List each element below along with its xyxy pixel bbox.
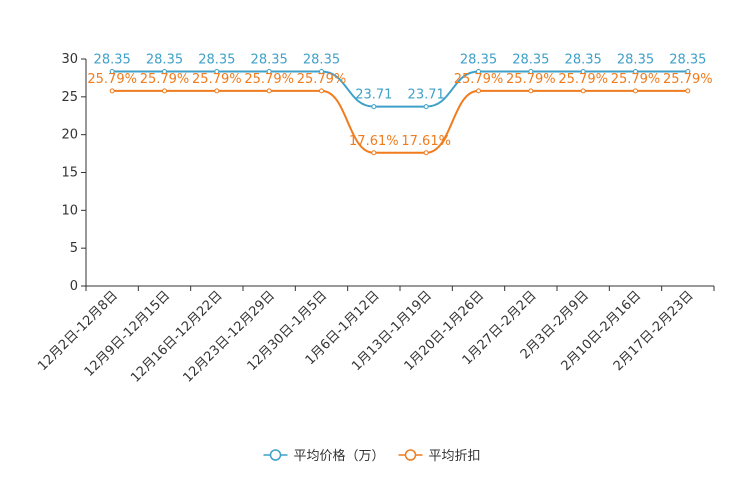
data-point-1	[580, 88, 586, 94]
y-tick-label: 5	[70, 241, 78, 256]
data-label-0: 28.35	[303, 52, 340, 67]
data-point-0	[476, 68, 481, 74]
data-label-0: 28.35	[512, 52, 549, 67]
data-point-1	[528, 88, 534, 94]
data-point-0	[214, 68, 220, 74]
data-label-1: 25.79%	[87, 72, 137, 87]
data-label-0: 28.35	[198, 52, 235, 67]
data-label-0: 28.35	[146, 52, 183, 67]
data-label-1: 25.79%	[244, 72, 294, 87]
data-label-1: 25.79%	[140, 72, 190, 87]
data-label-1: 25.79%	[558, 72, 608, 87]
data-label-1: 17.61%	[401, 134, 451, 149]
data-point-1	[371, 150, 377, 156]
data-label-1: 25.79%	[663, 72, 713, 87]
data-point-0	[266, 68, 272, 74]
y-tick-label: 25	[61, 90, 78, 105]
legend-marker-icon	[269, 449, 282, 461]
y-tick-label: 10	[61, 203, 78, 218]
data-label-0: 28.35	[460, 52, 497, 67]
data-point-0	[685, 68, 691, 74]
data-point-0	[580, 68, 586, 74]
legend-label: 平均价格（万）	[294, 448, 385, 464]
data-point-1	[633, 88, 638, 94]
legend: 平均价格（万） 平均折扣	[263, 448, 481, 464]
data-label-0: 28.35	[617, 52, 654, 67]
data-point-0	[633, 68, 638, 74]
data-label-1: 25.79%	[192, 72, 242, 87]
y-tick-label: 30	[61, 52, 78, 67]
data-point-1	[685, 88, 691, 94]
legend-item-1[interactable]: 平均折扣	[398, 449, 481, 464]
data-label-0: 28.35	[565, 52, 602, 67]
legend-item-0[interactable]: 平均价格（万）	[263, 448, 385, 464]
data-label-0: 28.35	[669, 52, 706, 67]
data-label-0: 28.35	[94, 52, 131, 67]
data-point-0	[528, 68, 534, 74]
legend-marker-icon	[404, 449, 417, 461]
data-point-1	[214, 88, 220, 94]
data-label-1: 25.79%	[454, 72, 504, 87]
legend-label: 平均折扣	[429, 449, 481, 464]
data-label-0: 23.71	[355, 88, 392, 103]
data-point-1	[109, 88, 115, 94]
data-point-1	[423, 150, 429, 156]
y-tick-label: 20	[61, 128, 78, 143]
data-point-1	[476, 88, 481, 94]
data-point-0	[371, 104, 377, 110]
x-tick-label: 12月23日-12月29日	[181, 288, 278, 385]
data-label-1: 25.79%	[506, 72, 556, 87]
series-lines	[109, 68, 691, 156]
data-point-1	[266, 88, 272, 94]
data-label-1: 25.79%	[611, 72, 661, 87]
data-label-1: 17.61%	[349, 134, 399, 149]
y-tick-label: 0	[70, 279, 78, 294]
y-tick-label: 15	[61, 166, 78, 181]
data-point-0	[423, 104, 429, 110]
data-point-1	[162, 88, 167, 94]
series-line-1	[112, 89, 688, 154]
data-point-1	[319, 88, 324, 94]
data-point-0	[162, 68, 167, 74]
data-label-1: 25.79%	[297, 72, 347, 87]
data-point-0	[109, 68, 115, 74]
x-tick-label: 12月16日-12月22日	[128, 288, 225, 385]
data-label-0: 23.71	[408, 88, 445, 103]
data-label-0: 28.35	[251, 52, 288, 67]
data-labels: 28.35 28.35 28.35 28.35 28.35 23.71 23.71 28.35…	[87, 52, 712, 148]
data-point-0	[319, 68, 324, 74]
